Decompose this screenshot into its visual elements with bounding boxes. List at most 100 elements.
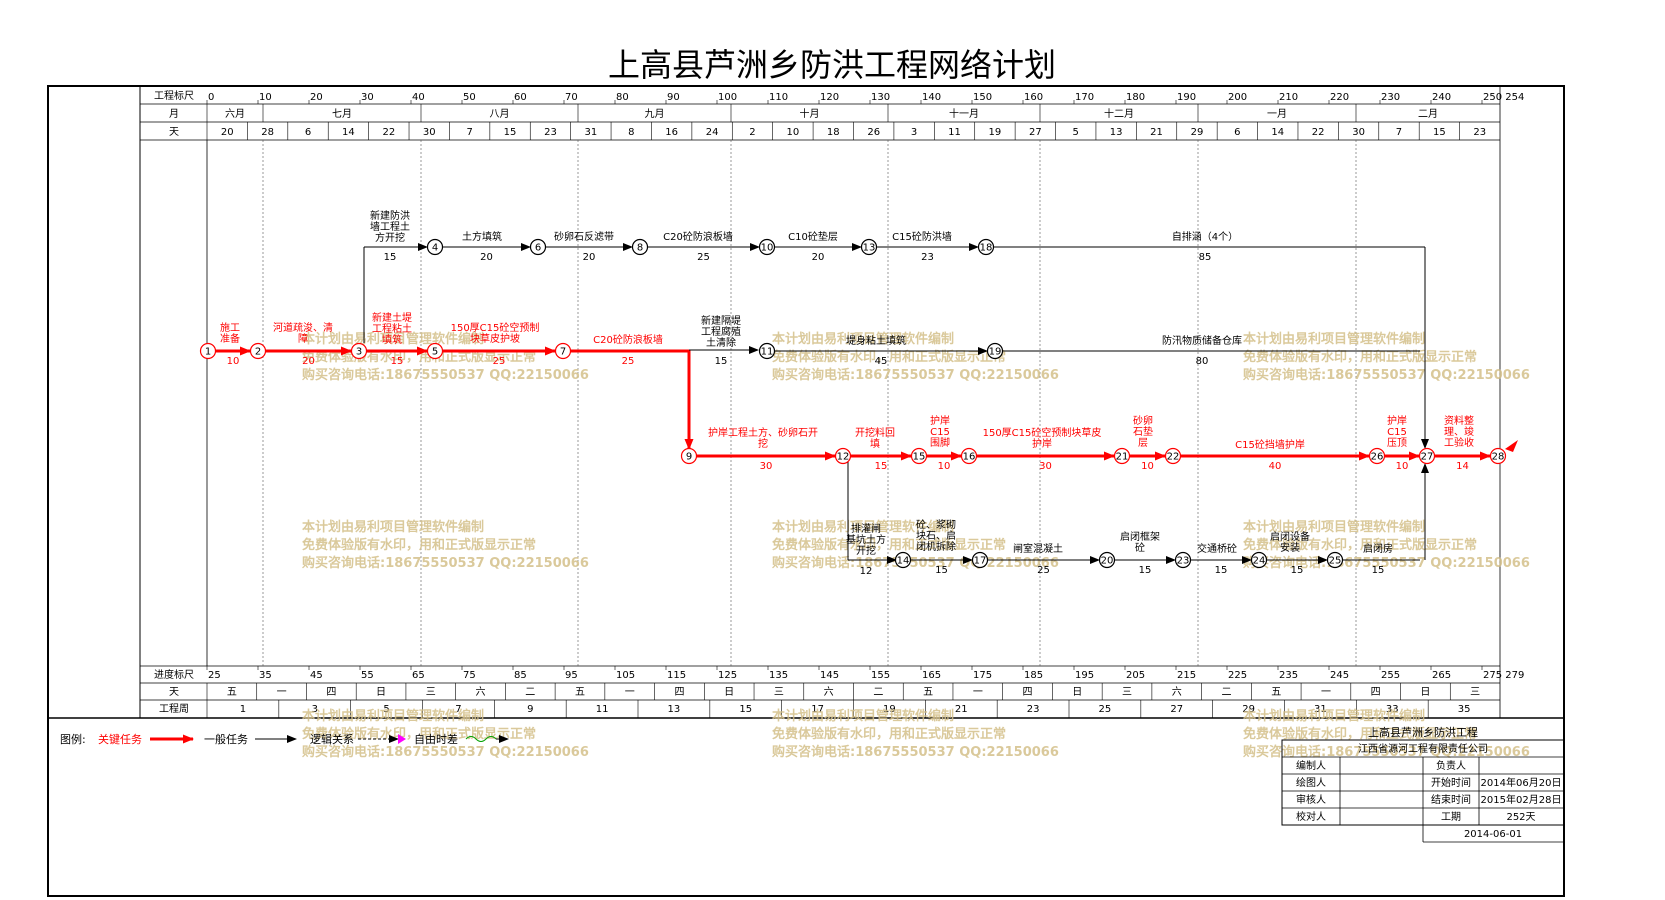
event-node-circle [1489,447,1507,465]
connectors [363,243,1429,564]
legend-float-wave-icon [465,736,497,742]
week-label: 7 [455,704,461,715]
month-label: 十月 [800,107,820,120]
progress-tick-label: 215 [1177,670,1196,681]
week-label: 27 [1170,704,1183,715]
ruler-tick-label: 110 [769,92,788,103]
watermark-line: 本计划由易利项目管理软件编制 [302,519,484,535]
week-label: 35 [1458,704,1471,715]
watermark: 本计划由易利项目管理软件编制免费体验版有水印，用和正式版显示正常购买咨询电话:1… [302,708,589,760]
day-label: 27 [1029,127,1042,138]
event-node-circle [971,551,989,569]
event-node-number: 27 [1421,452,1434,463]
progress-tick-label: 85 [514,670,527,681]
month-label: 十一月 [949,107,979,120]
ruler-tick-label: 40 [412,92,425,103]
week-label: 25 [1099,704,1112,715]
ruler-tick-label: 140 [922,92,941,103]
weekday-label: 四 [1023,687,1033,698]
day-label: 24 [706,127,719,138]
task-label: 土清除 [706,336,736,349]
event-node: 9 [680,447,698,465]
ruler-tick-label: 150 [973,92,992,103]
legend: 图例: 关键任务 一般任务 逻辑关系 自由时差 [60,732,509,746]
task-label: 工程粘土 [372,322,412,335]
legend-float-label: 自由时差 [414,732,458,746]
task-duration: 15 [875,461,888,472]
weekday-label: 六 [824,686,834,698]
task-label: 护岸 [930,414,950,427]
progress-tick-label: 145 [820,670,839,681]
event-node-circle [1418,447,1436,465]
event-node-number: 5 [432,347,438,358]
task-duration: 40 [1269,461,1282,472]
event-node-circle [1326,551,1344,569]
weekday-label: 二 [873,687,883,698]
activities: 施工准备10河道疏浚、清障20新建土堤工程粘土填筑15150厚C15砼空预制块草… [216,209,1491,577]
weekday-label: 六 [476,686,486,698]
ruler-tick-label: 70 [565,92,578,103]
weekday-label: 一 [277,687,287,698]
task-label: 自排涵（4个） [1172,230,1238,243]
event-node-circle [1164,447,1182,465]
event-node-number: 10 [761,243,774,254]
task-label: 挖 [758,437,768,450]
title-block: 上高县芦洲乡防洪工程 江西省源河工程有限责任公司 编制人 负责人 绘图人 开始时… [1281,725,1565,843]
weekday-label: 日 [1420,687,1430,698]
task-label: 施工 [220,321,240,334]
day-label: 2 [749,127,755,138]
event-node: 8 [631,238,649,256]
event-node-number: 17 [974,556,987,567]
task-label: 砼 [1135,541,1145,554]
event-node: 12 [834,447,852,465]
day-label: 6 [1234,127,1240,138]
task-label: 方开挖 [375,231,405,244]
week-label: 1 [240,704,246,715]
ruler-tick-label: 210 [1279,92,1298,103]
day-label: 29 [1191,127,1204,138]
week-label: 15 [739,704,752,715]
task-label: C10砼垫层 [788,230,838,243]
event-node: 1 [199,342,217,360]
event-node-circle [860,238,878,256]
title-block-row-value: 2015年02月28日 [1481,793,1562,806]
task-duration: 85 [1199,252,1212,263]
task-label: 排灌闸 [851,522,881,535]
task-label: 土方填筑 [462,230,502,243]
weekday-label: 日 [1072,687,1082,698]
watermark-line: 本计划由易利项目管理软件编制 [772,331,954,347]
task-label: 压顶 [1387,437,1407,449]
week-label: 31 [1314,704,1327,715]
task-label: 闭机拆除 [916,540,956,553]
task-duration: 10 [938,461,951,472]
week-label: 9 [527,704,533,715]
watermark: 本计划由易利项目管理软件编制免费体验版有水印，用和正式版显示正常购买咨询电话:1… [1243,708,1530,760]
task-duration: 20 [583,252,596,263]
weekday-label: 四 [674,687,684,698]
task-duration: 80 [1196,356,1209,367]
week-label: 29 [1242,704,1255,715]
title-block-row-label: 校对人 [1296,810,1326,823]
watermark-line: 本计划由易利项目管理软件编制 [1243,331,1425,347]
task-label: C15砼防洪墙 [892,230,952,243]
event-node-circle [977,238,995,256]
day-label: 20 [221,127,234,138]
page-title: 上高县芦洲乡防洪工程网络计划 [608,46,1056,84]
event-node: 18 [977,238,995,256]
day-label: 30 [1352,127,1365,138]
task-label: C20砼防浪板墙 [663,230,733,243]
event-node: 25 [1326,551,1344,569]
event-node-circle [426,342,444,360]
legend-float-icon [398,734,406,744]
progress-tick-label: 185 [1024,670,1043,681]
task-label: 填筑 [382,333,402,346]
event-node-number: 16 [963,452,976,463]
task-duration: 45 [875,356,888,367]
month-label: 一月 [1267,108,1287,120]
ruler-tick-label: 130 [871,92,890,103]
weekday-label: 一 [1321,687,1331,698]
title-block-row-label2: 负责人 [1436,759,1466,772]
ruler-tick-label: 160 [1024,92,1043,103]
title-block-row-label2: 开始时间 [1431,776,1471,789]
progress-tick-label: 205 [1126,670,1145,681]
